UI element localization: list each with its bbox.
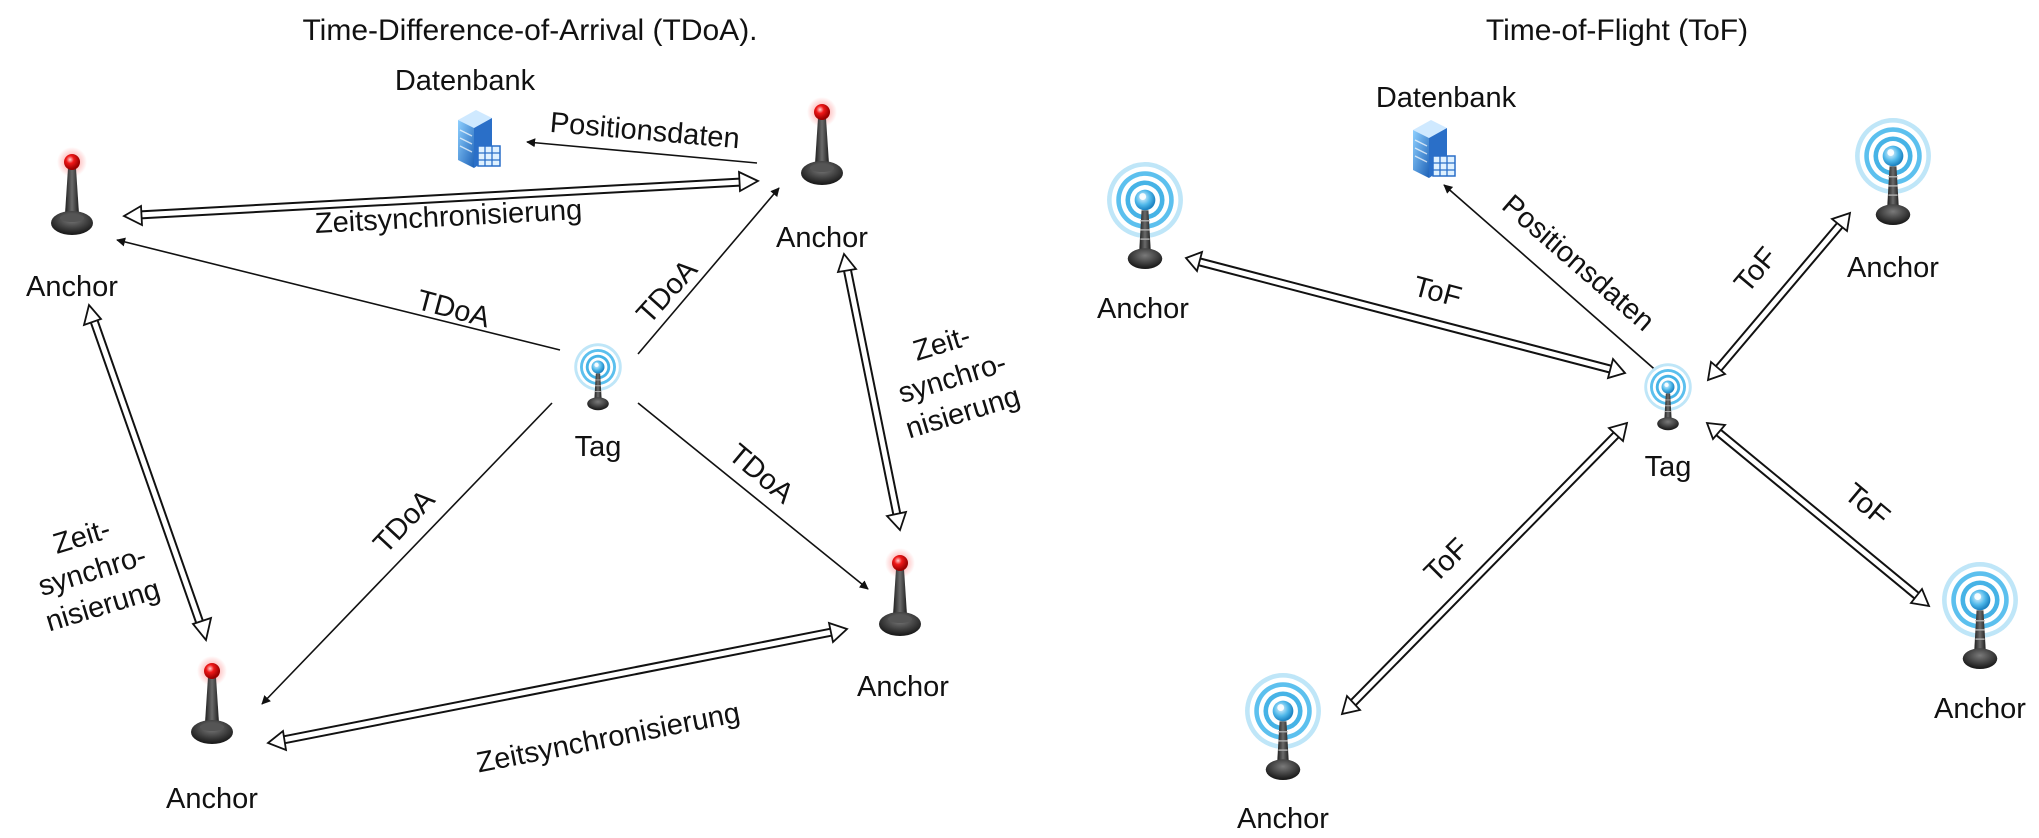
tof-positionsdaten-label: Positionsdaten: [1496, 189, 1661, 338]
anchor-left-icon: [51, 147, 93, 235]
tdoa-arrow-bottomright: [637, 402, 869, 590]
tdoa-arrow-topright: [637, 187, 780, 355]
tof-anchor-topright-icon: [1854, 117, 1932, 226]
tdoa-label-bottomright: TDoA: [722, 438, 800, 511]
tof-anchor-bottomleft-icon: [1244, 672, 1322, 781]
tof-arrow-left: [1184, 250, 1627, 380]
tof-tag-icon: [1643, 362, 1693, 431]
anchor-topright-label: Anchor: [776, 222, 868, 254]
anchor-topright-icon: [801, 97, 843, 185]
tdoa-arrow-bottomleft: [261, 402, 553, 705]
tag-icon: [573, 342, 623, 411]
tof-tag-label: Tag: [1645, 451, 1692, 483]
tdoa-label-left: TDoA: [413, 284, 494, 334]
tof-database-icon: [1412, 119, 1456, 179]
tof-label-left: ToF: [1410, 271, 1465, 314]
sync-right-label: Zeit- synchro- nisierung: [895, 320, 1024, 445]
positionsdaten-label: Positionsdaten: [549, 107, 741, 155]
tof-anchor-bottomright-label: Anchor: [1934, 693, 2026, 725]
tof-positionsdaten-arrow: [1443, 184, 1661, 375]
database-label: Datenbank: [395, 65, 536, 97]
tdoa-label-bottomleft: TDoA: [367, 483, 441, 560]
tof-anchor-topright-label: Anchor: [1847, 252, 1939, 284]
tof-anchor-bottomleft-label: Anchor: [1237, 803, 1329, 835]
tof-arrow-topright: [1706, 211, 1852, 382]
tof-arrow-bottomright: [1705, 421, 1931, 608]
anchor-bottomleft-icon: [191, 656, 233, 744]
tof-anchor-left-icon: [1106, 161, 1184, 270]
anchor-bottomright-icon: [879, 548, 921, 636]
tof-label-bottomright: ToF: [1838, 477, 1896, 533]
sync-left-label: Zeit- synchro- nisierung: [35, 513, 164, 638]
tof-title: Time-of-Flight (ToF): [1486, 14, 1748, 47]
anchor-bottomright-label: Anchor: [857, 671, 949, 703]
database-icon: [457, 109, 501, 169]
sync-arrow-bottom: [266, 621, 849, 752]
sync-bottom-label: Zeitsynchronisierung: [474, 697, 743, 779]
positionsdaten-arrow: [526, 138, 758, 164]
anchor-left-label: Anchor: [26, 271, 118, 303]
tof-arrow-bottomleft: [1340, 421, 1629, 716]
tdoa-title: Time-Difference-of-Arrival (TDoA).: [302, 14, 757, 47]
tof-label-bottomleft: ToF: [1418, 532, 1475, 589]
anchor-bottomleft-label: Anchor: [166, 783, 258, 815]
tof-label-topright: ToF: [1728, 241, 1784, 299]
tof-anchor-left-label: Anchor: [1097, 293, 1189, 325]
tag-label: Tag: [575, 431, 622, 463]
sync-arrow-left: [82, 303, 213, 643]
tof-anchor-bottomright-icon: [1941, 561, 2019, 670]
tof-database-label: Datenbank: [1376, 82, 1517, 114]
tdoa-arrow-left: [116, 237, 561, 351]
sync-arrow-right: [836, 252, 908, 532]
sync-arrow-top: [122, 170, 760, 227]
